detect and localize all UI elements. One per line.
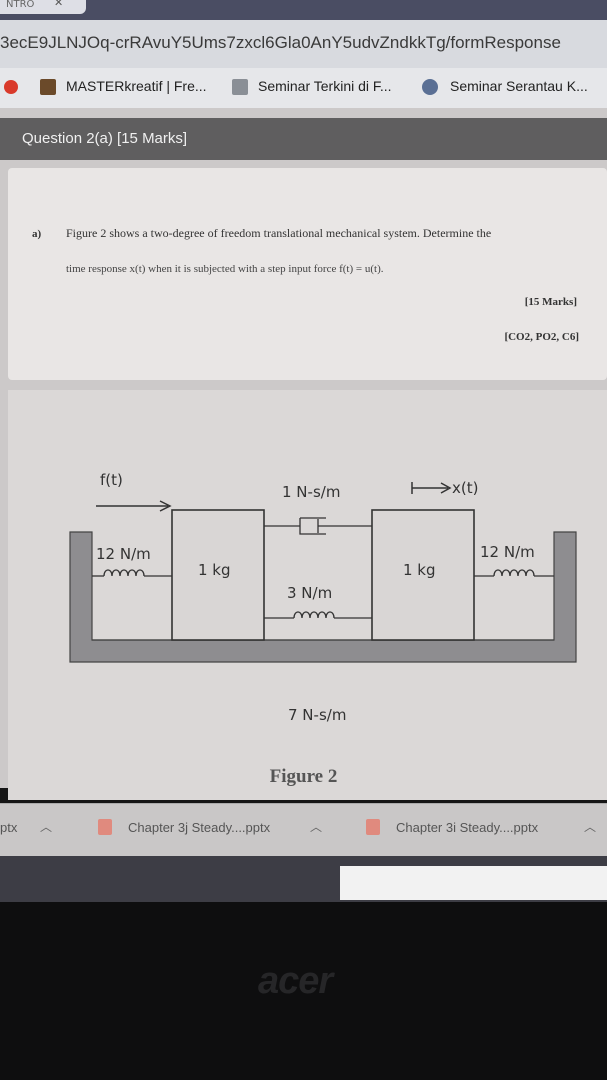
section-header: Question 2(a) [15 Marks] — [0, 118, 607, 160]
mechanical-system-diagram: f(t) x(t) 1 N-s/m 12 N/m 12 N/m 1 kg 1 k… — [69, 471, 577, 724]
floor-damping-label: 7 N-s/m — [288, 706, 346, 724]
brand-logo: acer — [258, 960, 333, 1002]
force-label: f(t) — [100, 471, 123, 489]
bookmark-icon[interactable] — [4, 80, 18, 94]
force-arrow — [96, 500, 172, 512]
figure-caption: Figure 2 — [269, 766, 338, 787]
question-text-line-1: Figure 2 shows a two-degree of freedom t… — [66, 226, 492, 240]
question-card — [8, 168, 607, 380]
seminar-site-icon — [232, 79, 248, 95]
browser-tab-strip: NTRO ✕ — [0, 0, 607, 20]
taskbar-button[interactable] — [340, 866, 607, 900]
laptop-bezel: acer — [0, 902, 607, 1080]
bookmarks-bar: MASTERkreatif | Fre... Seminar Terkini d… — [0, 68, 607, 109]
masterkreatif-icon — [40, 79, 56, 95]
right-spring-label: 12 N/m — [480, 543, 535, 561]
bookmark-seminar-terkini[interactable]: Seminar Terkini di F... — [258, 78, 392, 94]
course-outcomes: [CO2, PO2, C6] — [504, 331, 579, 343]
bookmark-masterkreatif[interactable]: MASTERkreatif | Fre... — [66, 78, 207, 94]
tab-title: NTRO — [6, 0, 35, 10]
download-item-partial[interactable]: ptx — [0, 820, 18, 835]
left-spring — [92, 569, 172, 577]
displacement-arrow — [411, 482, 452, 494]
figure-card — [8, 390, 607, 800]
question-text-line-2: time response x(t) when it is subjected … — [66, 263, 384, 275]
chevron-up-icon[interactable]: ︿ — [40, 820, 53, 834]
pptx-file-icon — [98, 819, 112, 835]
bookmark-seminar-serantau[interactable]: Seminar Serantau K... — [450, 78, 588, 94]
right-spring — [474, 569, 554, 577]
section-title: Question 2(a) [15 Marks] — [22, 130, 188, 147]
address-bar[interactable]: 3ecE9JLNJOq-crRAvuY5Ums7zxcl6Gla0AnY5udv… — [0, 20, 607, 68]
taskbar — [0, 856, 607, 902]
displacement-label: x(t) — [452, 479, 478, 497]
url-text: 3ecE9JLNJOq-crRAvuY5Ums7zxcl6Gla0AnY5udv… — [0, 33, 561, 52]
right-mass-label: 1 kg — [403, 561, 436, 579]
question-letter: a) — [32, 228, 42, 240]
pptx-file-icon — [366, 819, 380, 835]
close-tab-icon[interactable]: ✕ — [54, 0, 64, 9]
seminar-globe-icon — [422, 79, 438, 95]
left-mass-label: 1 kg — [198, 561, 231, 579]
question-marks: [15 Marks] — [524, 296, 577, 308]
download-item-chapter-3j[interactable]: Chapter 3j Steady....pptx — [128, 820, 271, 835]
damper-top-label: 1 N-s/m — [282, 483, 340, 501]
download-item-chapter-3i[interactable]: Chapter 3i Steady....pptx — [396, 820, 539, 835]
left-mass — [171, 509, 265, 641]
browser-tab[interactable]: NTRO ✕ — [0, 0, 86, 14]
downloads-bar: ptx ︿ Chapter 3j Steady....pptx ︿ Chapte… — [0, 803, 607, 856]
right-mass — [371, 509, 475, 641]
chevron-up-icon[interactable]: ︿ — [310, 820, 323, 834]
top-damper — [264, 517, 372, 535]
middle-spring — [264, 611, 372, 619]
chevron-up-icon[interactable]: ︿ — [584, 820, 597, 834]
middle-spring-label: 3 N/m — [287, 584, 332, 602]
left-spring-label: 12 N/m — [96, 545, 151, 563]
